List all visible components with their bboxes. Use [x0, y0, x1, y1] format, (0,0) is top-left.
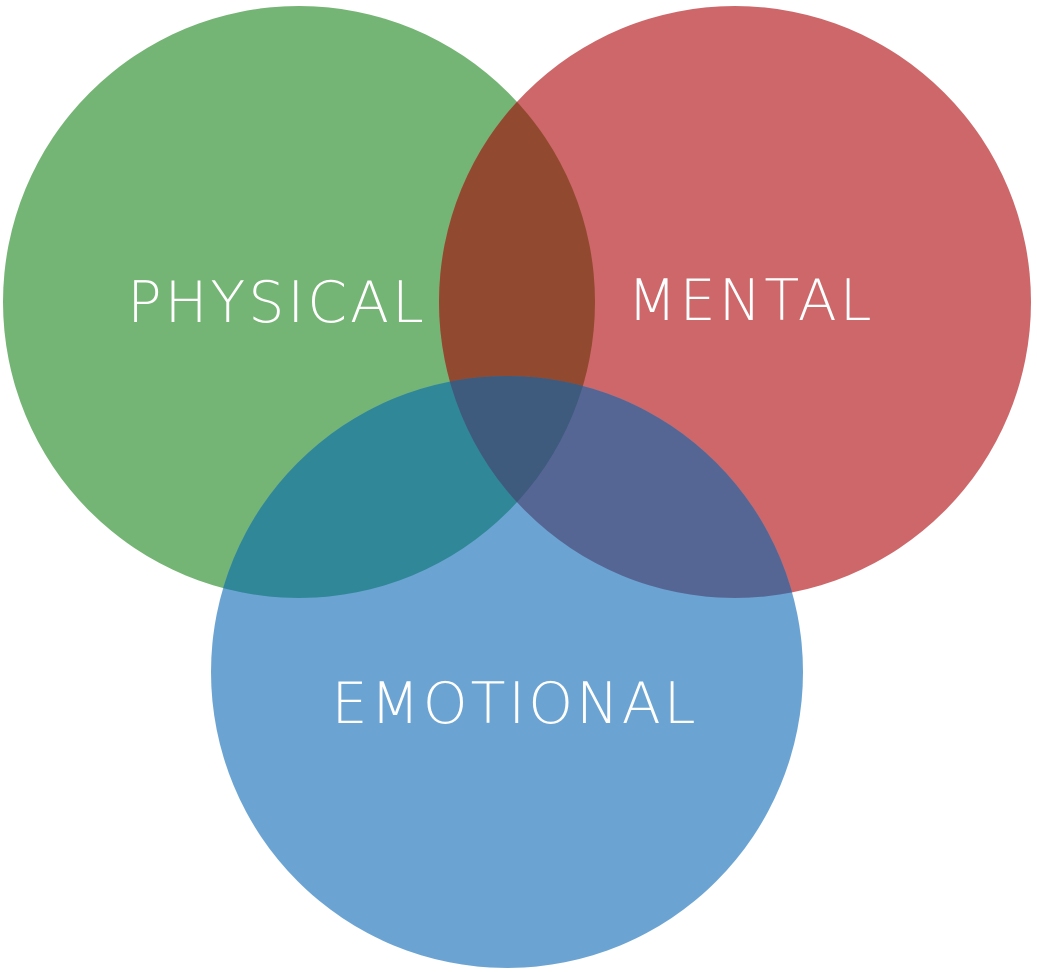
mental-label: MENTAL: [628, 268, 875, 334]
emotional-label: EMOTIONAL: [332, 671, 699, 737]
physical-emotional-overlap: [211, 376, 595, 598]
mental-emotional-overlap: [439, 376, 803, 598]
physical-label: PHYSICAL: [127, 270, 427, 336]
